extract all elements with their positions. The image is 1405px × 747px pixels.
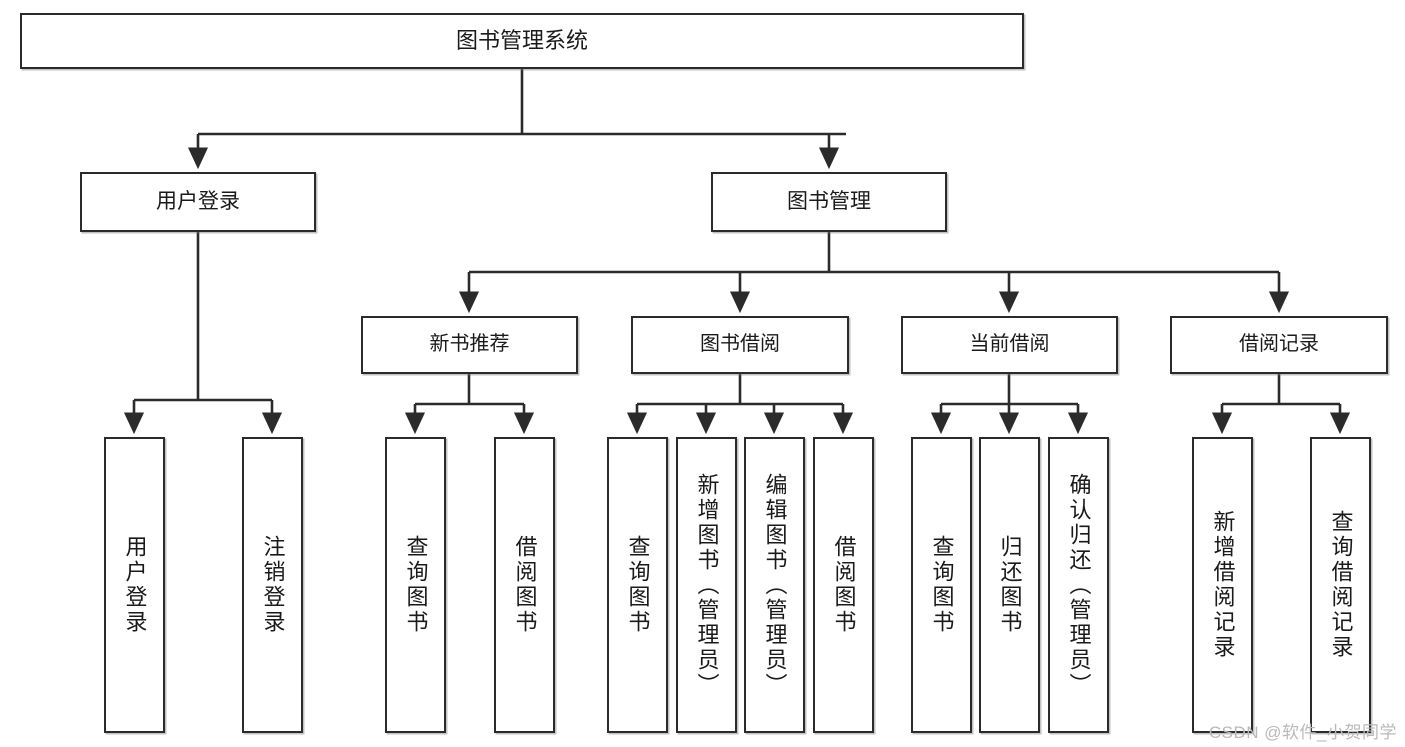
node-label: 用户登录	[156, 189, 240, 213]
leaf-query-book-recommend[interactable]: 查询图书	[385, 437, 446, 733]
node-user-login[interactable]: 用户登录	[80, 172, 316, 232]
node-label: 借阅记录	[1239, 333, 1319, 356]
node-label: 图书借阅	[700, 333, 780, 356]
node-label: 归还图书	[997, 535, 1023, 635]
node-label: 确认归还（管理员）	[1066, 472, 1092, 698]
leaf-add-borrow-record[interactable]: 新增借阅记录	[1192, 437, 1253, 733]
node-label: 查询图书	[929, 535, 955, 635]
leaf-confirm-return-admin[interactable]: 确认归还（管理员）	[1048, 437, 1109, 733]
node-label: 图书管理系统	[455, 28, 588, 54]
node-root-system[interactable]: 图书管理系统	[20, 13, 1024, 69]
leaf-add-book-admin[interactable]: 新增图书（管理员）	[676, 437, 737, 733]
leaf-query-borrow-record[interactable]: 查询借阅记录	[1310, 437, 1371, 733]
node-borrow-record[interactable]: 借阅记录	[1170, 316, 1388, 374]
node-book-management[interactable]: 图书管理	[711, 172, 947, 232]
node-label: 用户登录	[122, 535, 148, 635]
leaf-query-book-current[interactable]: 查询图书	[911, 437, 972, 733]
leaf-edit-book-admin[interactable]: 编辑图书（管理员）	[744, 437, 805, 733]
node-label: 查询借阅记录	[1328, 510, 1354, 660]
node-label: 查询图书	[403, 535, 429, 635]
node-label: 借阅图书	[512, 535, 538, 635]
watermark-text: CSDN @软件_小贺同学	[1208, 723, 1397, 742]
node-label: 编辑图书（管理员）	[762, 472, 788, 698]
leaf-user-login[interactable]: 用户登录	[104, 437, 165, 733]
node-label: 新增借阅记录	[1210, 510, 1236, 660]
leaf-return-book[interactable]: 归还图书	[979, 437, 1040, 733]
node-label: 借阅图书	[831, 535, 857, 635]
node-label: 查询图书	[625, 535, 651, 635]
node-new-book-recommend[interactable]: 新书推荐	[361, 316, 578, 374]
node-label: 新书推荐	[429, 333, 510, 356]
node-current-borrow[interactable]: 当前借阅	[901, 316, 1118, 374]
leaf-logout[interactable]: 注销登录	[242, 437, 303, 733]
leaf-query-book-borrow[interactable]: 查询图书	[607, 437, 668, 733]
node-book-borrow[interactable]: 图书借阅	[631, 316, 849, 374]
node-label: 图书管理	[787, 189, 871, 213]
leaf-borrow-book[interactable]: 借阅图书	[813, 437, 874, 733]
node-label: 当前借阅	[969, 333, 1050, 356]
node-label: 注销登录	[260, 535, 286, 635]
node-label: 新增图书（管理员）	[694, 472, 720, 698]
leaf-borrow-book-recommend[interactable]: 借阅图书	[494, 437, 555, 733]
